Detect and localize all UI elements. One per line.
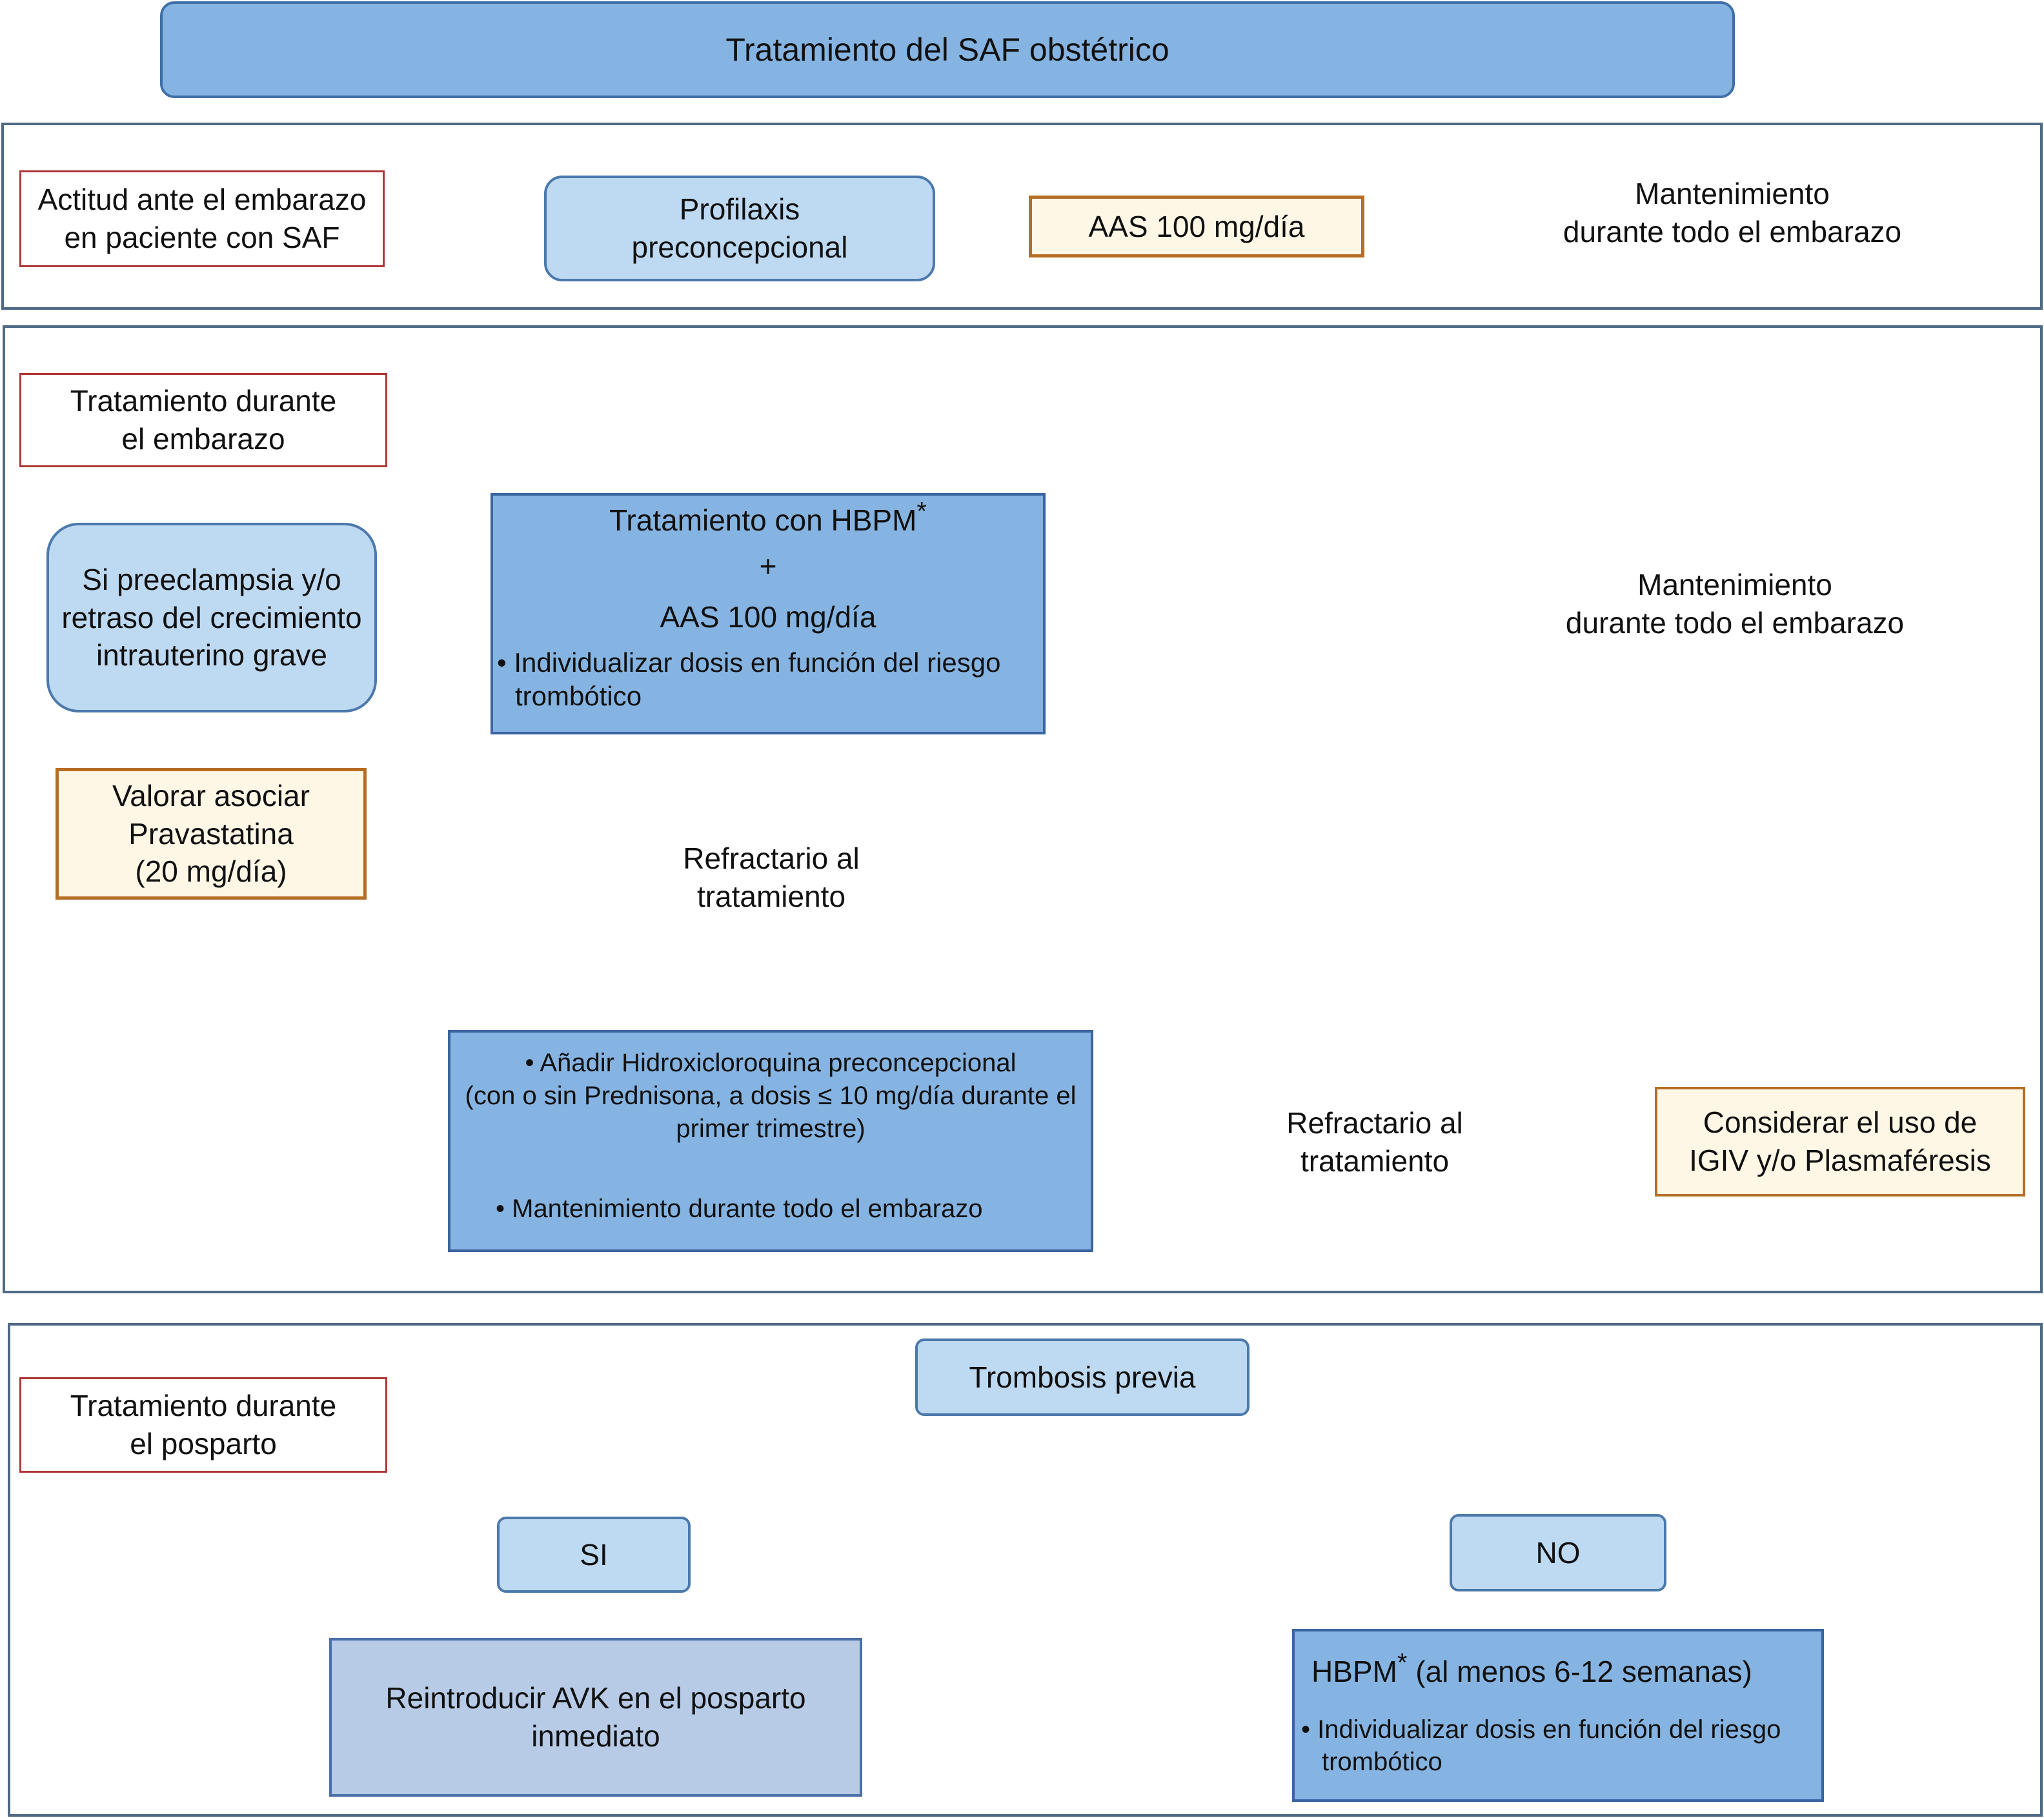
pravastatina-line3: (20 mg/día) — [135, 854, 287, 889]
refractario2-line2: tratamiento — [1300, 1144, 1450, 1178]
hidroxi-bullet2: • Mantenimiento durante todo el embarazo — [496, 1194, 983, 1223]
hbpm-posparto-line1: HBPM* (al menos 6-12 semanas) — [1311, 1650, 1752, 1692]
refractario2-line1: Refractario al — [1286, 1106, 1463, 1140]
preeclampsia-line1: Si preeclampsia y/o — [82, 562, 341, 596]
diagram-title-text: Tratamiento del SAF obstétrico — [725, 32, 1169, 68]
mantenimiento1-line2: durante todo el embarazo — [1563, 215, 1902, 248]
hbpm-line1: Tratamiento con HBPM* — [609, 497, 927, 541]
hidroxi-bullet1-line2: (con o sin Prednisona, a dosis ≤ 10 mg/d… — [465, 1082, 1077, 1111]
mantenimiento-box-1: Mantenimiento durante todo el embarazo — [1508, 168, 1957, 258]
section1-label: Actitud ante el embarazo en paciente con… — [19, 170, 385, 267]
preeclampsia-line2: retraso del crecimiento — [61, 600, 362, 634]
aas-text: AAS 100 mg/día — [1088, 209, 1305, 243]
avk-line1: Reintroducir AVK en el posparto — [385, 1681, 806, 1715]
hbpm-posparto-duration: (al menos 6-12 semanas) — [1407, 1655, 1752, 1689]
refractario1-line2: tratamiento — [696, 880, 846, 913]
pravastatina-box: Valorar asociar Pravastatina (20 mg/día) — [56, 768, 367, 900]
reintroducir-avk-box: Reintroducir AVK en el posparto inmediat… — [329, 1638, 862, 1797]
hbpm-bullet-line1: • Individualizar dosis en función del ri… — [497, 647, 1001, 678]
avk-line2: inmediato — [531, 1719, 660, 1753]
igiv-line1: Considerar el uso de — [1703, 1106, 1978, 1140]
mantenimiento1-line1: Mantenimiento — [1635, 177, 1830, 211]
preeclampsia-line3: intrauterino grave — [96, 638, 327, 672]
si-box: SI — [497, 1517, 691, 1593]
profilaxis-line2: preconcepcional — [631, 230, 848, 264]
igiv-line2: IGIV y/o Plasmaféresis — [1689, 1144, 1991, 1177]
hidroxi-bullet1-line3: primer trimestre) — [676, 1115, 865, 1144]
igiv-plasmaferesis-box: Considerar el uso de IGIV y/o Plasmafére… — [1655, 1087, 2025, 1197]
hbpm-line1-text: Tratamiento con HBPM — [609, 503, 917, 537]
mantenimiento-box-2: Mantenimiento durante todo el embarazo — [1510, 559, 1959, 649]
hbpm-posparto-bullet-line1: • Individualizar dosis en función del ri… — [1301, 1715, 1781, 1744]
section2-label: Tratamiento durante el embarazo — [19, 373, 387, 467]
hbpm-treatment-box: Tratamiento con HBPM* + AAS 100 mg/día •… — [491, 493, 1046, 734]
hidroxicloroquina-box: • Añadir Hidroxicloroquina preconcepcion… — [448, 1030, 1093, 1252]
hbpm-posparto-text: HBPM — [1311, 1655, 1397, 1689]
preeclampsia-box: Si preeclampsia y/o retraso del crecimie… — [46, 523, 377, 712]
section2-label-line2: el embarazo — [121, 422, 285, 456]
refractario1-line1: Refractario al — [683, 842, 860, 876]
pravastatina-line2: Pravastatina — [128, 816, 294, 851]
section3-label-line2: el posparto — [130, 1427, 277, 1460]
hbpm-bullet-line2: trombótico — [515, 681, 642, 712]
hbpm-posparto-box: HBPM* (al menos 6-12 semanas) • Individu… — [1292, 1629, 1824, 1802]
hbpm-posparto-asterisk: * — [1397, 1648, 1408, 1677]
profilaxis-line1: Profilaxis — [679, 192, 800, 227]
hidroxi-bullet1-line1: • Añadir Hidroxicloroquina preconcepcion… — [525, 1049, 1017, 1077]
si-text: SI — [580, 1537, 608, 1571]
refractario-2-text: Refractario al tratamiento — [1246, 1097, 1504, 1187]
hbpm-posparto-bullet-line2: trombótico — [1322, 1747, 1442, 1776]
trombosis-text: Trombosis previa — [969, 1360, 1196, 1394]
section1-label-line2: en paciente con SAF — [64, 221, 340, 254]
hbpm-plus: + — [759, 549, 777, 583]
profilaxis-box: Profilaxis preconcepcional — [544, 176, 935, 281]
no-box: NO — [1450, 1514, 1666, 1591]
pravastatina-line1: Valorar asociar — [112, 778, 310, 813]
mantenimiento2-line1: Mantenimiento — [1637, 568, 1832, 602]
hbpm-posparto-bullet: • Individualizar dosis en función del ri… — [1301, 1713, 1781, 1778]
section3-label: Tratamiento durante el posparto — [19, 1377, 387, 1473]
section3-label-line1: Tratamiento durante — [70, 1389, 337, 1423]
aas-box: AAS 100 mg/día — [1029, 196, 1364, 258]
hbpm-line3: AAS 100 mg/día — [660, 600, 876, 634]
hbpm-bullet: • Individualizar dosis en función del ri… — [493, 646, 1043, 714]
section2-label-line1: Tratamiento durante — [70, 384, 337, 418]
diagram-title: Tratamiento del SAF obstétrico — [160, 1, 1735, 98]
trombosis-previa-box: Trombosis previa — [915, 1338, 1250, 1416]
section1-label-line1: Actitud ante el embarazo — [37, 183, 367, 217]
refractario-1-text: Refractario al tratamiento — [632, 833, 910, 923]
no-text: NO — [1535, 1535, 1581, 1570]
hbpm-asterisk: * — [916, 497, 927, 526]
mantenimiento2-line2: durante todo el embarazo — [1565, 606, 1905, 640]
